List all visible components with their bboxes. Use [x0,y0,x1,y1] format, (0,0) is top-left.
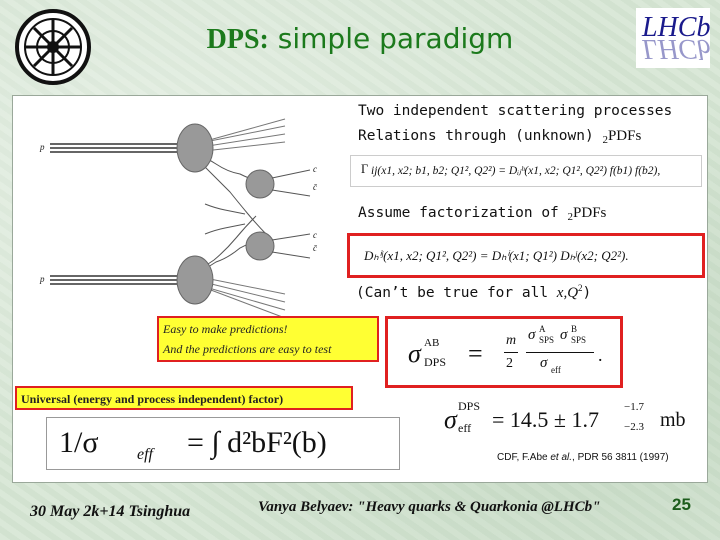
sigma-dps-equals: = [468,339,483,368]
sigma-dps-fraction-bar-2 [526,352,594,353]
lhcb-logo-text: LHCb [642,12,711,43]
sigma-eff-lhs-sup: DPS [458,399,481,413]
sigma-sps-a-sup: A [539,324,546,334]
gpd-formula: ij(x1, x2; b1, b2; Q1², Q2²) = Dᵢⱼʰ(x1, … [371,165,661,177]
slide-title: DPS: simple paradigm [0,22,720,56]
dps-feynman-diagram [20,104,350,326]
label-p-top: p [40,142,45,152]
sigma-dps-sup: AB [424,337,440,349]
inverse-sigma-sub: eff [137,446,153,463]
integral-expression: = ∫ d²bF²(b) [187,426,327,459]
sigma-eff-symbol: σ [540,355,548,371]
sigma-sps-b-sup: B [571,324,578,334]
label-cbar-1: c̄ [313,182,317,192]
sigma-sps-a-symbol: σ [528,327,536,343]
predictions-note: Easy to make predictions! And the predic… [157,316,379,362]
title-part1: DPS: [206,24,269,55]
label-cbar-2: c̄ [313,243,317,253]
predictions-note-line-2: And the predictions are easy to test [163,342,332,356]
lhcb-logo-reflection: LHCb [642,38,711,64]
sigma-dps-symbol: σ [408,339,421,368]
cdf-reference-a: CDF, F.Abe [497,452,551,463]
text-line-4-sq: 2 [578,283,583,293]
title-part2: simple paradigm [268,22,514,55]
footer-date: 30 May 2k+14 Tsinghua [30,503,191,520]
text-line-3-sub: 2 [567,211,574,223]
text-line-4: (Can’t be true for all x,Q2) [356,283,591,302]
sigma-eff-unit: mb [660,409,686,431]
gpd-symbol: Γ [361,162,369,176]
text-line-4-a: (Can’t be true for all [356,284,557,301]
factorization-formula: Dₕⁱʲ(x1, x2; Q1², Q2²) = Dₕⁱ(x1; Q1²) Dₕ… [364,248,629,263]
inverse-sigma-formula-box: 1/σ eff = ∫ d²bF²(b) [46,417,400,470]
footer-author: Vanya Belyaev: "Heavy quarks & Quarkonia… [258,499,601,515]
label-c-2: c [313,230,317,240]
cdf-reference: CDF, F.Abe et al., PDR 56 3811 (1997) [497,452,669,463]
text-line-4-close: ) [582,284,592,301]
sigma-eff-lhs: σ [444,405,457,434]
label-c-1: c [313,164,317,174]
lhcb-logo: LHCb LHCb [636,8,710,68]
universal-factor-text: Universal (energy and process independen… [21,392,284,406]
predictions-note-line-1: Easy to make predictions! [163,322,288,336]
text-line-1: Two independent scattering processes [358,103,673,119]
sigma-sps-b-symbol: σ [560,327,568,343]
text-line-4-xq: x,Q [556,284,579,301]
sigma-dps-sub: DPS [424,355,447,369]
gpd-formula-box: Γ ij(x1, x2; b1, b2; Q1², Q2²) = Dᵢⱼʰ(x1… [350,155,702,187]
sigma-eff-lhs-sub: eff [458,421,472,435]
universal-factor-note: Universal (energy and process independen… [15,386,353,410]
sigma-eff-measurement: σ DPS eff = 14.5 ± 1.7 −1.7 −2.3 mb [440,395,700,445]
cdf-reference-b: et al. [550,452,573,463]
label-p-bottom: p [40,274,45,284]
text-line-2-a: Relations through (unknown) [358,128,603,144]
sigma-eff-sub: eff [551,365,561,375]
sigma-sps-b-sub: SPS [571,335,587,345]
inverse-sigma: 1/σ [59,426,99,459]
factorization-formula-box: Dₕⁱʲ(x1, x2; Q1², Q2²) = Dₕⁱ(x1; Q1²) Dₕ… [347,233,705,278]
sigma-sps-a-sub: SPS [539,335,555,345]
text-line-2-sub: 2 [602,134,608,146]
sigma-dps-dot: . [598,345,603,365]
text-line-3-pdfs: PDFs [573,205,607,221]
text-line-3-a: Assume factorization of [358,205,568,221]
text-line-3: Assume factorization of 2PDFs [358,205,606,223]
cdf-reference-c: , PDR 56 3811 (1997) [572,452,669,463]
sigma-dps-two: 2 [506,356,513,371]
sigma-dps-fraction-bar-1 [504,352,518,353]
sigma-eff-uncert-up: −1.7 [624,401,644,413]
text-line-2-pdfs: PDFs [607,128,642,144]
sigma-dps-m: m [506,333,517,348]
sigma-eff-value: = 14.5 ± 1.7 [492,407,599,432]
text-line-2: Relations through (unknown) 2PDFs [358,128,641,146]
sigma-eff-uncert-down: −2.3 [624,421,644,433]
page-number: 25 [672,495,691,514]
institute-logo-icon [15,9,91,85]
sigma-dps-formula-box: σ AB DPS = m 2 σ A SPS σ B SPS σ eff . [385,316,623,388]
